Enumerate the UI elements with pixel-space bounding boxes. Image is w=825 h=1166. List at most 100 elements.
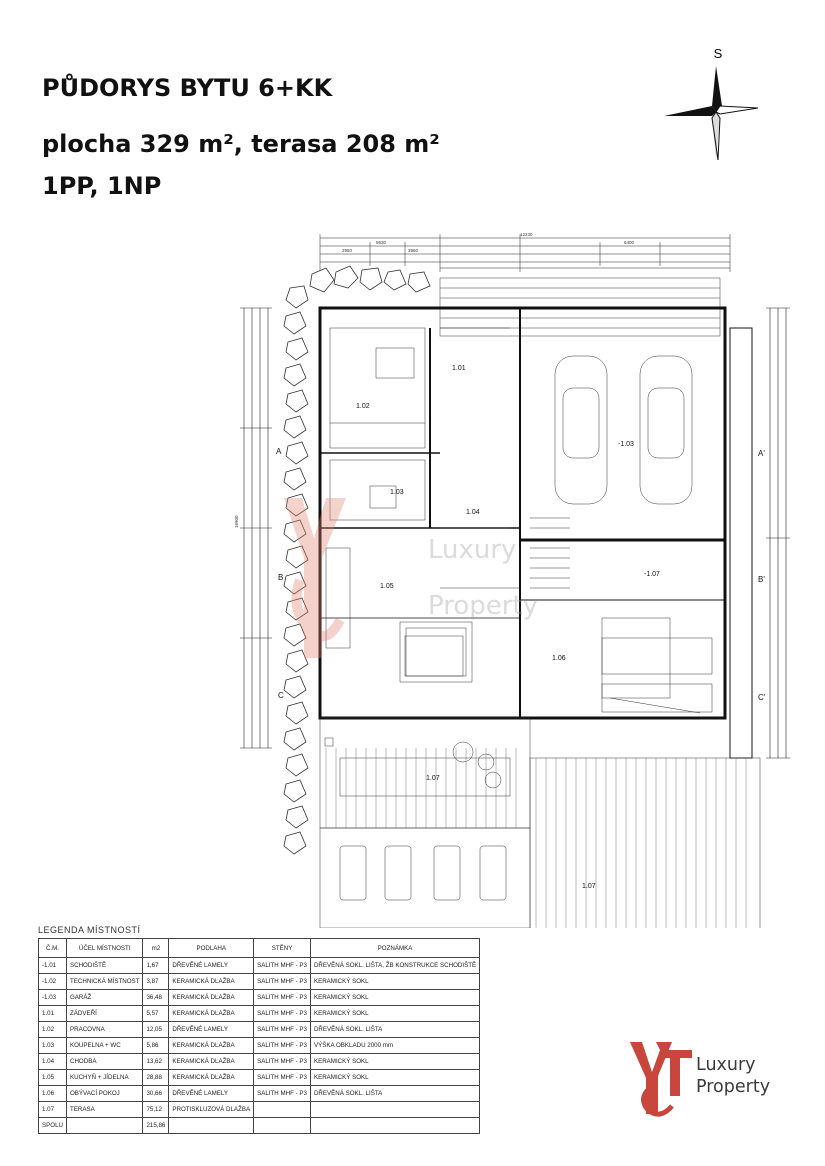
watermark-text: Property (428, 591, 538, 621)
legend-cell: DŘEVĚNÁ SOKL. LIŠTA (309, 1085, 481, 1102)
legend-cell: KERAMICKÝ SOKL (309, 1053, 481, 1070)
legend-cell: SALITH MHF - P3 (253, 1085, 311, 1102)
legend-cell: SALITH MHF - P3 (253, 973, 311, 990)
room-label: -1.03 (618, 441, 634, 448)
legend-cell: DŘEVĚNÉ LAMELY (168, 957, 255, 974)
legend-cell: DŘEVĚNÁ SOKL. LIŠTA (309, 1021, 481, 1038)
legend-cell (309, 1101, 481, 1118)
legend-cell: KERAMICKÁ DLAŽBA (168, 973, 255, 990)
legend-cell: KERAMICKÁ DLAŽBA (168, 1005, 255, 1022)
legend-cell (309, 1117, 481, 1134)
section-mark: A (276, 447, 282, 456)
dimension-label: 2950 (342, 248, 353, 253)
section-mark: C (278, 691, 284, 700)
legend-cell: 1.04 (38, 1053, 67, 1070)
legend-cell: SALITH MHF - P3 (253, 1005, 311, 1022)
legend-cell: 1.01 (38, 1005, 67, 1022)
legend-cell: 36,48 (142, 989, 170, 1006)
floor-plan: 1.01 1.02 1.03 1.04 1.05 1.06 1.07 1.07 … (234, 232, 790, 928)
legend-cell: DŘEVĚNÁ SOKL. LIŠTA, ŽB KONSTRUKCE SCHOD… (309, 957, 481, 974)
legend-header: m2 (142, 938, 170, 958)
legend-header: ÚČEL MÍSTNOSTI (65, 938, 144, 958)
area-line: plocha 329 m², terasa 208 m² (42, 130, 440, 158)
compass-label: S (714, 46, 723, 61)
legend-cell: -1.01 (38, 957, 67, 974)
legend-cell: 215,86 (142, 1117, 170, 1134)
legend-cell: 1.06 (38, 1085, 67, 1102)
legend-header: STĚNY (253, 938, 311, 958)
legend-cell: 1.02 (38, 1021, 67, 1038)
legend-cell: 1.07 (38, 1101, 67, 1118)
compass-icon: S (664, 46, 759, 161)
legend-cell: 75,12 (142, 1101, 170, 1118)
legend-cell (168, 1117, 255, 1134)
legend-header: PODLAHA (168, 938, 255, 958)
legend-cell: SALITH MHF - P3 (253, 957, 311, 974)
legend-cell: -1.03 (38, 989, 67, 1006)
room-legend: LEGENDA MÍSTNOSTÍ Č.M. ÚČEL MÍSTNOSTI m2… (38, 925, 481, 1134)
brand-logo: Luxury Property (628, 1036, 803, 1120)
dimension-label: 6400 (624, 240, 635, 245)
page-title: PŮDORYS BYTU 6+KK (42, 74, 333, 102)
legend-cell: 1.03 (38, 1037, 67, 1054)
legend-cell: GARÁŽ (65, 989, 144, 1006)
legend-cell: 28,88 (142, 1069, 170, 1086)
legend-cell: KERAMICKÝ SOKL (309, 1069, 481, 1086)
logo-line-1: Luxury (696, 1055, 756, 1075)
legend-cell: KERAMICKÁ DLAŽBA (168, 1037, 255, 1054)
dimension-label: 3960 (408, 248, 419, 253)
legend-header: POZNÁMKA (309, 938, 481, 958)
legend-cell: SALITH MHF - P3 (253, 1037, 311, 1054)
legend-cell: 30,66 (142, 1085, 170, 1102)
legend-cell: 1.05 (38, 1069, 67, 1086)
room-label: -1.07 (644, 571, 660, 578)
room-label: 1.03 (390, 489, 404, 496)
legend-cell: DŘEVĚNÉ LAMELY (168, 1021, 255, 1038)
yt-logo-icon (630, 1042, 692, 1117)
room-label: 1.07 (426, 775, 440, 782)
legend-cell: KERAMICKÝ SOKL (309, 989, 481, 1006)
legend-header: Č.M. (38, 938, 67, 958)
room-label: 1.05 (380, 583, 394, 590)
legend-cell: 13,62 (142, 1053, 170, 1070)
dimension-label: 5530 (376, 240, 387, 245)
legend-cell: PROTISKLUZOVÁ DLAŽBA (168, 1101, 255, 1118)
room-label: 1.07 (582, 883, 596, 890)
legend-cell: 5,57 (142, 1005, 170, 1022)
legend-cell: ZÁDVEŘÍ (65, 1005, 144, 1022)
legend-cell: OBÝVACÍ POKOJ (65, 1085, 144, 1102)
legend-cell: 12,05 (142, 1021, 170, 1038)
legend-cell: KERAMICKÝ SOKL (309, 1005, 481, 1022)
legend-cell: KOUPELNA + WC (65, 1037, 144, 1054)
legend-cell: SALITH MHF - P3 (253, 989, 311, 1006)
legend-cell: KUCHYŇ + JÍDELNA (65, 1069, 144, 1086)
section-mark: B' (758, 575, 765, 584)
watermark-text: Luxury (428, 535, 516, 565)
legend-cell: TECHNICKÁ MÍSTNOST (65, 973, 144, 990)
legend-cell: PRACOVNA (65, 1021, 144, 1038)
legend-cell: SALITH MHF - P3 (253, 1053, 311, 1070)
section-mark: A' (758, 449, 765, 458)
legend-cell: -1.02 (38, 973, 67, 990)
legend-cell (65, 1117, 144, 1134)
legend-cell: TERASA (65, 1101, 144, 1118)
legend-cell: KERAMICKÁ DLAŽBA (168, 1069, 255, 1086)
watermark-logo: Luxury Property (284, 498, 538, 658)
floors-line: 1PP, 1NP (42, 172, 162, 200)
logo-line-2: Property (696, 1077, 771, 1097)
legend-cell (253, 1101, 311, 1118)
section-mark: C' (758, 693, 766, 702)
room-label: 1.06 (552, 655, 566, 662)
section-mark: B (278, 573, 283, 582)
dimension-label: 16900 (234, 515, 239, 528)
legend-cell: DŘEVĚNÉ LAMELY (168, 1085, 255, 1102)
legend-cell: SPOLU (38, 1117, 67, 1134)
